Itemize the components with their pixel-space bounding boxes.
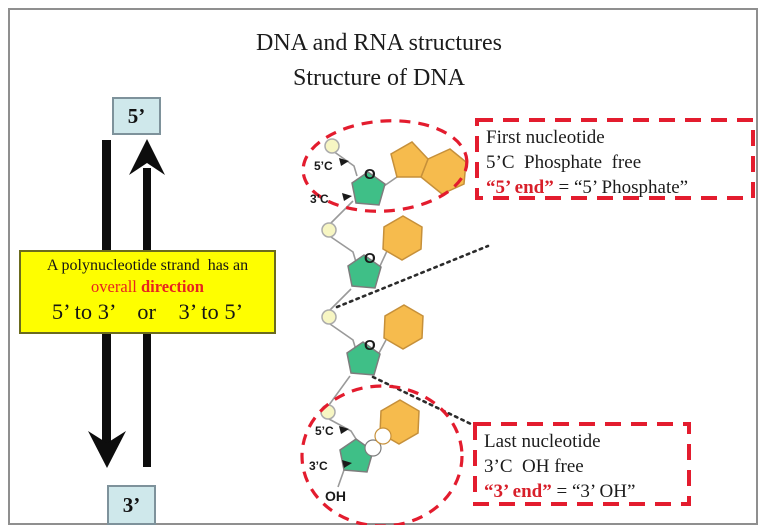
first-nucleotide-ellipse (301, 119, 469, 213)
five-prime-label-box: 5’ (112, 97, 161, 135)
first-nucleotide-note: First nucleotide 5’C Phosphate free “5’ … (486, 125, 751, 200)
first-note-line1: First nucleotide (486, 127, 605, 148)
label-n1-3c: 3’C (310, 192, 329, 206)
dotted-leader-1 (335, 244, 490, 309)
five-end-red-text: “5’ end” (486, 177, 554, 198)
three-prime-label: 3’ (122, 492, 141, 517)
sugar-4-notch (364, 439, 382, 457)
pointer-icon-n1-3c (342, 193, 352, 201)
label-n4-5c: 5’C (315, 424, 334, 438)
sugar-1 (351, 171, 386, 206)
title-block: DNA and RNA structures Structure of DNA (0, 26, 758, 96)
label-o3: O (364, 337, 376, 354)
pointer-icon-n4-3c (342, 460, 352, 468)
last-note-line1: Last nucleotide (484, 431, 601, 452)
base-1-purine-hexagon (420, 148, 467, 195)
backbone-bonds (328, 150, 358, 488)
direction-overall-text: overall (91, 277, 141, 296)
slide-border-frame (8, 8, 758, 525)
label-n4-3c: 3’C (309, 459, 328, 473)
last-note-line2: 3’C OH free (484, 456, 584, 477)
pointer-icon-n1-5c (339, 158, 349, 166)
three-prime-label-box: 3’ (107, 485, 156, 525)
label-n1-5c: 5’C (314, 159, 333, 173)
sugar-2 (347, 254, 382, 289)
page-subtitle: Structure of DNA (293, 65, 465, 91)
base-2-hexagon (382, 215, 423, 261)
phosphate-1 (324, 138, 340, 154)
last-note-line3: “3’ end” = “3’ OH” (484, 479, 688, 504)
sugar-3 (346, 341, 381, 376)
last-nucleotide-box-border (473, 422, 691, 506)
base-1-purine-pentagon (390, 141, 429, 178)
pointer-icon-n4-5c (339, 426, 349, 434)
direction-line3: 5’ to 3’ or 3’ to 5’ (51, 299, 244, 324)
base-4-notch (374, 427, 392, 445)
last-nucleotide-note: Last nucleotide 3’C OH free “3’ end” = “… (484, 429, 688, 504)
label-o1: O (364, 166, 376, 183)
last-nucleotide-ellipse (300, 384, 464, 525)
base-3-hexagon (383, 304, 424, 350)
base-bonds (378, 176, 398, 354)
direction-line2: overall direction (21, 276, 274, 297)
three-end-red-text: “3’ end” (484, 481, 552, 502)
page-title: DNA and RNA structures (256, 30, 502, 56)
first-note-line2: 5’C Phosphate free (486, 152, 642, 173)
three-end-rest-text: = “3’ OH” (551, 481, 636, 502)
phosphate-2 (321, 222, 337, 238)
first-nucleotide-box-border (475, 118, 755, 200)
five-end-rest-text: = “5’ Phosphate” (553, 177, 689, 198)
first-note-line3: “5’ end” = “5’ Phosphate” (486, 175, 751, 200)
direction-callout-box: A polynucleotide strand has an overall d… (19, 250, 276, 334)
phosphate-3 (321, 309, 337, 325)
label-o2: O (364, 250, 376, 267)
up-arrow-head-icon (129, 139, 165, 175)
label-oh: OH (325, 488, 346, 504)
down-arrow-head-icon (88, 431, 126, 468)
direction-line1: A polynucleotide strand has an (46, 257, 249, 274)
direction-bold-text: direction (140, 277, 204, 296)
dotted-leader-2 (371, 375, 473, 426)
five-prime-label: 5’ (127, 103, 146, 128)
